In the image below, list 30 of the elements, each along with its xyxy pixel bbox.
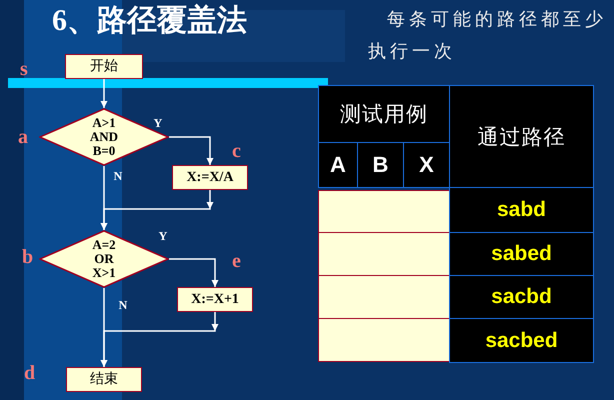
- edge-label: N: [118, 298, 128, 312]
- process-box: X:=X+1: [177, 287, 253, 312]
- arrow: [100, 79, 108, 108]
- edge-label: Y: [152, 116, 164, 130]
- point-label: d: [24, 363, 36, 383]
- edge-label: N: [112, 169, 124, 183]
- table-header-cell: 测试用例: [318, 85, 450, 143]
- arrow: [169, 136, 214, 165]
- arrow: [100, 312, 218, 367]
- table-cell: sabed: [449, 232, 594, 276]
- point-label: e: [232, 251, 241, 271]
- arrow: [169, 258, 218, 287]
- title: 6、路径覆盖法: [52, 3, 247, 39]
- table-cell: sacbed: [449, 318, 594, 363]
- table-cell: sabd: [449, 187, 594, 233]
- table-header-cell: X: [403, 142, 450, 188]
- edge-label: Y: [158, 229, 168, 243]
- point-label: b: [22, 247, 34, 267]
- point-label: a: [18, 127, 28, 147]
- process-box: X:=X/A: [172, 165, 248, 190]
- point-label: c: [232, 141, 241, 161]
- arrow: [100, 190, 214, 230]
- table-header-cell: 通过路径: [449, 85, 594, 188]
- note-text: 每条可能的路径都至少执行一次: [368, 8, 608, 64]
- table-header-cell: A: [318, 142, 358, 188]
- terminal-box: 开始: [65, 54, 143, 79]
- table-header-cell: B: [357, 142, 404, 188]
- table-cell: sacbd: [449, 275, 594, 319]
- point-label: s: [20, 59, 28, 79]
- terminal-box: 结束: [66, 367, 142, 392]
